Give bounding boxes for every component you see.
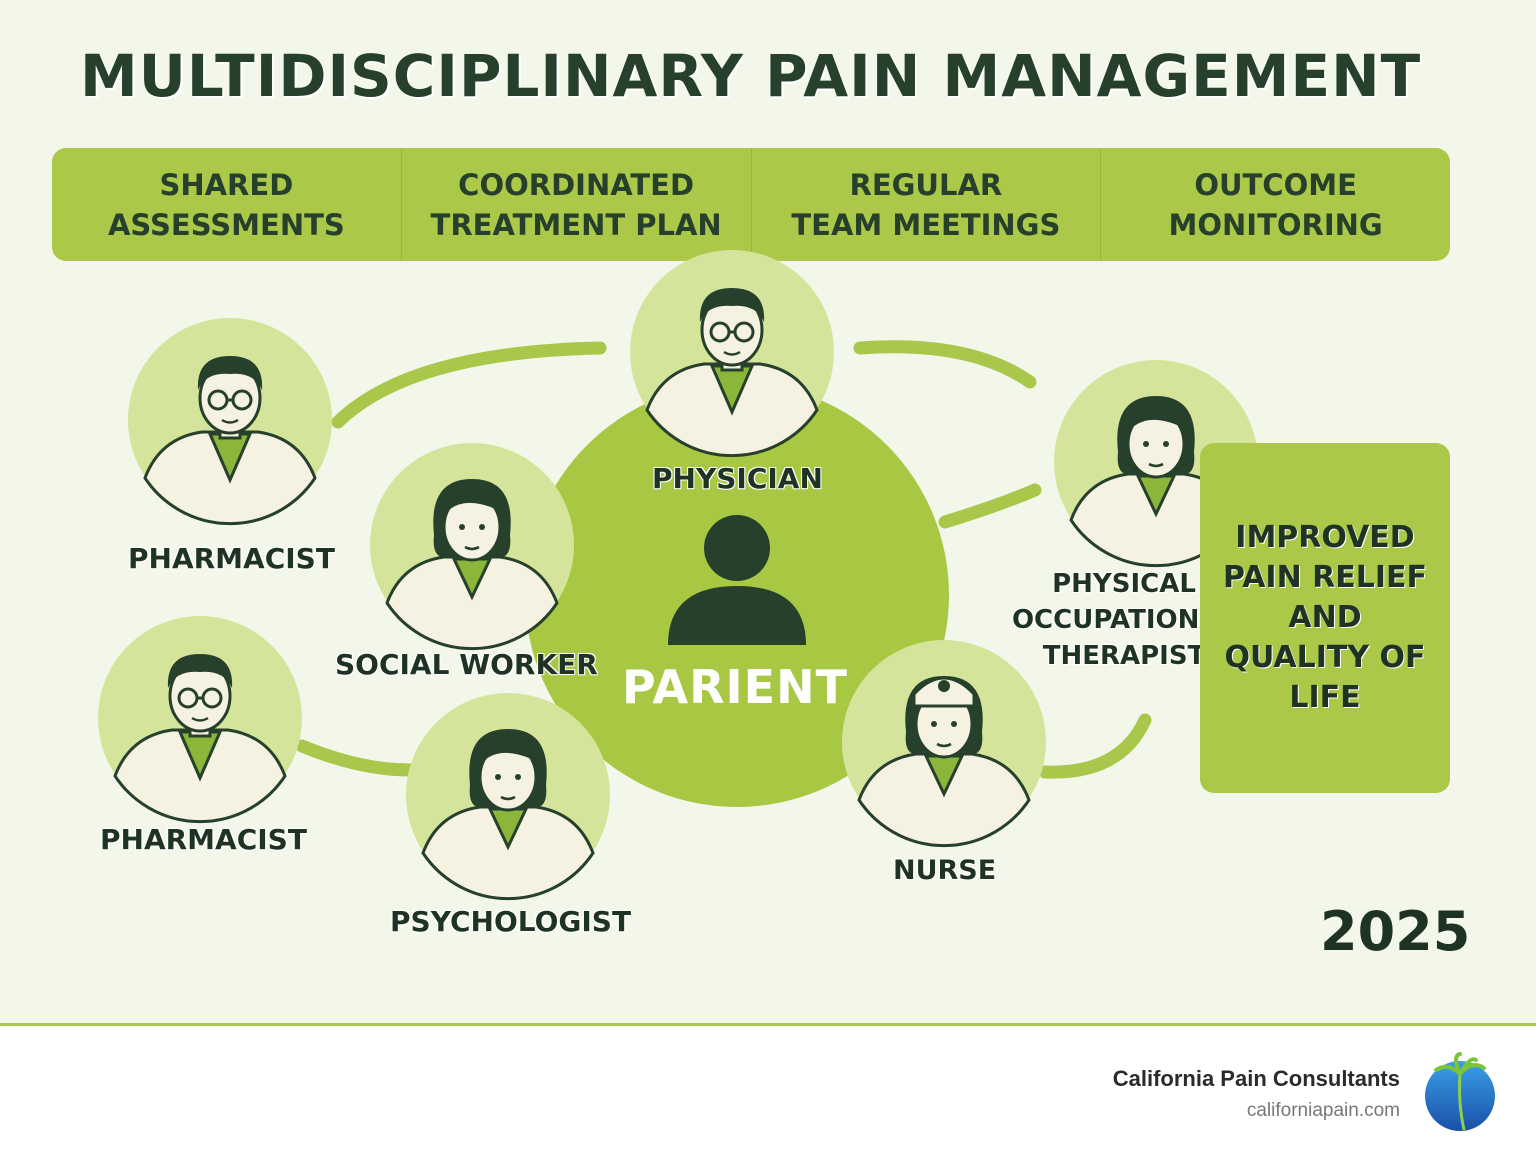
physician-label: PHYSICIAN	[652, 462, 823, 495]
pillar-line: MONITORING	[1168, 207, 1383, 242]
pillar-line: REGULAR	[849, 167, 1003, 202]
therapist-label-line: OCCUPATIONAL	[1011, 605, 1237, 635]
pillar-line: TREATMENT PLAN	[430, 207, 722, 242]
nurse-label: NURSE	[893, 855, 997, 886]
arrow-icon	[1038, 713, 1152, 779]
pillar-line: SHARED	[159, 167, 294, 202]
care-flow-diagram	[96, 248, 1260, 901]
brand-name: California Pain Consultants	[1112, 1066, 1400, 1091]
pharmacist-label-bottom: PHARMACIST	[100, 823, 307, 856]
therapist-label: PHYSICAL OCCUPATIONAL THERAPIST	[1004, 566, 1244, 674]
footer-divider	[0, 1023, 1536, 1026]
arrow-icon	[853, 340, 1037, 389]
pillar-line: TEAM MEETINGS	[791, 207, 1061, 242]
pharmacist-avatar-top	[126, 316, 334, 526]
therapist-label-line: PHYSICAL	[1052, 569, 1196, 599]
therapist-label-line: THERAPIST	[1042, 641, 1206, 671]
pillar-line: OUTCOME	[1194, 167, 1357, 202]
physician-avatar	[628, 248, 836, 458]
patient-label: PARIENT	[622, 660, 848, 714]
pharmacist-label-top: PHARMACIST	[128, 542, 335, 575]
pillar-outcome-monitoring: OUTCOME MONITORING	[1101, 148, 1450, 261]
pillar-shared-assessments: SHARED ASSESSMENTS	[52, 148, 402, 261]
principles-bar: SHARED ASSESSMENTS COORDINATED TREATMENT P…	[52, 148, 1450, 261]
arrow-icon	[331, 341, 607, 429]
pillar-coordinated-treatment-plan: COORDINATED TREATMENT PLAN	[402, 148, 752, 261]
person-icon	[668, 515, 806, 645]
psychologist-label: PSYCHOLOGIST	[390, 905, 632, 938]
arrow-icon	[938, 483, 1042, 529]
outcome-box: IMPROVED PAIN RELIEF AND QUALITY OF LIFE	[1200, 443, 1450, 793]
social-worker-avatar	[368, 441, 576, 651]
pharmacist-avatar-bottom	[96, 614, 304, 824]
year-label: 2025	[1320, 900, 1471, 963]
pillar-line: ASSESSMENTS	[107, 207, 345, 242]
psychologist-avatar	[404, 691, 612, 901]
nurse-avatar	[840, 638, 1048, 848]
page-title: MULTIDISCIPLINARY PAIN MANAGEMENT	[80, 42, 1422, 110]
pillar-regular-team-meetings: REGULAR TEAM MEETINGS	[752, 148, 1102, 261]
footer	[0, 1026, 1536, 1154]
palm-tree-logo-icon	[1425, 1052, 1495, 1131]
social-worker-label: SOCIAL WORKER	[335, 648, 598, 681]
connector-line	[295, 739, 417, 777]
outcome-text: IMPROVED PAIN RELIEF AND QUALITY OF LIFE	[1222, 520, 1428, 715]
brand-url[interactable]: californiapain.com	[1246, 1100, 1400, 1121]
pillar-line: COORDINATED	[458, 167, 695, 202]
